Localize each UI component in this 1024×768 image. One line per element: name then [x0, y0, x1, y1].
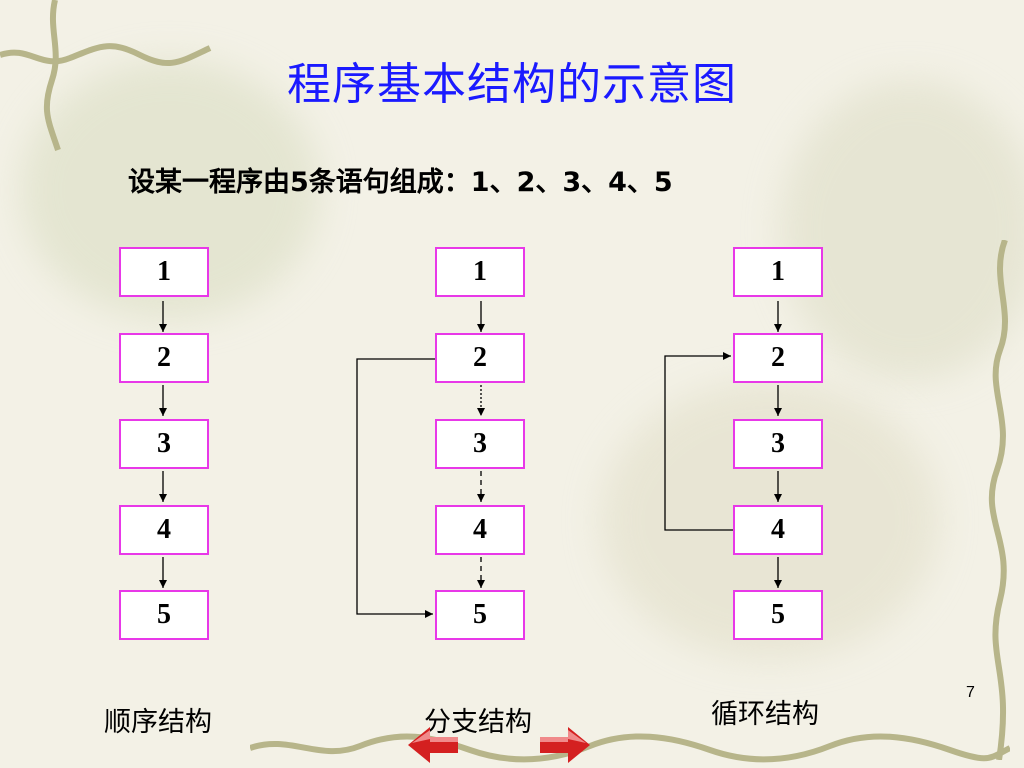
branch-statement-box-2: 2: [435, 333, 525, 383]
loop-statement-box-2: 2: [733, 333, 823, 383]
branch-statement-box-3: 3: [435, 419, 525, 469]
branch-statement-box-1: 1: [435, 247, 525, 297]
loop-statement-box-1: 1: [733, 247, 823, 297]
branch-statement-box-4: 4: [435, 505, 525, 555]
branch-skip-arrow-2-5: [356, 358, 435, 618]
seq-statement-box-1: 1: [119, 247, 209, 297]
page-title: 程序基本结构的示意图: [287, 59, 737, 110]
prev-slide-button[interactable]: [408, 727, 458, 763]
left-arrow-icon: [408, 727, 458, 763]
seq-statement-box-3: 3: [119, 419, 209, 469]
loop-statement-box-4: 4: [733, 505, 823, 555]
sequence-structure-label: 顺序结构: [104, 707, 212, 738]
loop-statement-box-3: 3: [733, 419, 823, 469]
right-vine-decoration: [988, 240, 1008, 760]
top-left-vine-decoration: [0, 0, 212, 151]
loop-structure-label: 循环结构: [711, 699, 819, 730]
subtitle: 设某一程序由5条语句组成：1、2、3、4、5: [128, 167, 673, 198]
seq-statement-box-4: 4: [119, 505, 209, 555]
background-flower-shape: [780, 80, 1024, 380]
branch-statement-box-5: 5: [435, 590, 525, 640]
next-slide-button[interactable]: [540, 727, 590, 763]
seq-statement-box-2: 2: [119, 333, 209, 383]
branch-structure-label: 分支结构: [424, 707, 532, 738]
loop-statement-box-5: 5: [733, 590, 823, 640]
slide-number: 7: [966, 684, 975, 701]
right-arrow-icon: [540, 727, 590, 763]
seq-statement-box-5: 5: [119, 590, 209, 640]
bottom-vine-decoration: [250, 733, 1010, 763]
